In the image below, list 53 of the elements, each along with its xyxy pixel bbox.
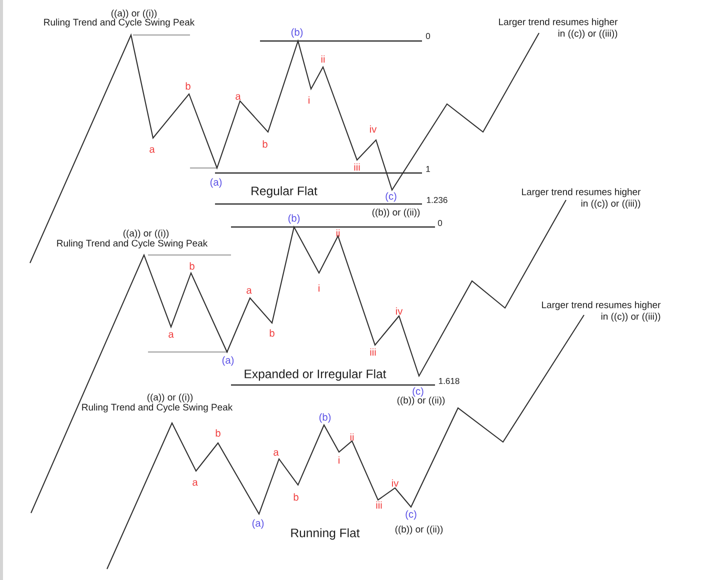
- wave-label: iii: [354, 163, 360, 171]
- level-label: 1: [426, 166, 430, 172]
- wave-label: i: [308, 96, 310, 104]
- wave-label: iii: [376, 501, 382, 509]
- wave-label: (b): [291, 28, 303, 38]
- pattern-title: Regular Flat: [252, 186, 318, 198]
- peak-note: Ruling Trend and Cycle Swing Peak: [44, 18, 195, 28]
- wave-label: b: [190, 262, 194, 270]
- wave-label: ((a)) or ((i)): [111, 10, 157, 18]
- peak-note: Ruling Trend and Cycle Swing Peak: [57, 240, 208, 248]
- wave-label: (c): [412, 387, 424, 397]
- wave-label: ((b)) or ((ii)): [372, 208, 420, 218]
- wave-label: a: [236, 94, 241, 100]
- wave-label: b: [270, 329, 274, 337]
- wave-label: (a): [210, 178, 222, 188]
- wave-label: a: [150, 147, 155, 153]
- level-label: 1.236: [426, 196, 448, 204]
- wave-label: (c): [386, 192, 396, 202]
- wave-label: (c): [406, 510, 416, 520]
- wave-label: ii: [350, 433, 354, 441]
- level-label: 1.618: [438, 378, 460, 384]
- wave-label: (a): [252, 519, 264, 529]
- wave-label: a: [246, 288, 252, 294]
- wave-label: a: [274, 450, 279, 456]
- wave-label: (b): [288, 214, 300, 224]
- wave-label: iv: [370, 125, 377, 133]
- wave-label: b: [186, 82, 190, 90]
- wave-label: ((b)) or ((ii)): [395, 526, 443, 534]
- wave-label: (a): [222, 356, 234, 366]
- trend-note: Larger trend resumes higher in ((c)) or ((iii)): [542, 301, 661, 322]
- wave-label: b: [294, 493, 298, 501]
- wave-label: iv: [396, 307, 403, 315]
- trend-note: Larger trend resumes higher in ((c)) or ((iii)): [499, 18, 618, 39]
- trend-note: Larger trend resumes higher in ((c)) or ((iii)): [522, 188, 641, 209]
- wave-label: (b): [319, 413, 331, 423]
- wave-label: ((b)) or ((ii)): [397, 396, 445, 406]
- wave-label: i: [338, 456, 340, 464]
- wave-label: ((a)) or ((i)): [147, 394, 193, 402]
- wave-label: iv: [392, 479, 399, 487]
- wave-label: i: [318, 284, 320, 292]
- wave-label: b: [216, 429, 220, 437]
- wave-label: iii: [370, 348, 376, 356]
- wave-label: b: [262, 140, 268, 148]
- wave-label: a: [192, 480, 198, 486]
- pattern-title: Expanded or Irregular Flat: [244, 369, 386, 381]
- level-label: 0: [426, 32, 430, 40]
- pattern-title: Running Flat: [291, 528, 360, 540]
- wave-label: a: [168, 332, 174, 338]
- level-label: 0: [438, 220, 442, 226]
- wave-label: ((a)) or ((i)): [123, 230, 169, 238]
- wave-label: ii: [321, 55, 325, 63]
- wave-label: ii: [336, 229, 340, 237]
- peak-note: Ruling Trend and Cycle Swing Peak: [82, 404, 233, 412]
